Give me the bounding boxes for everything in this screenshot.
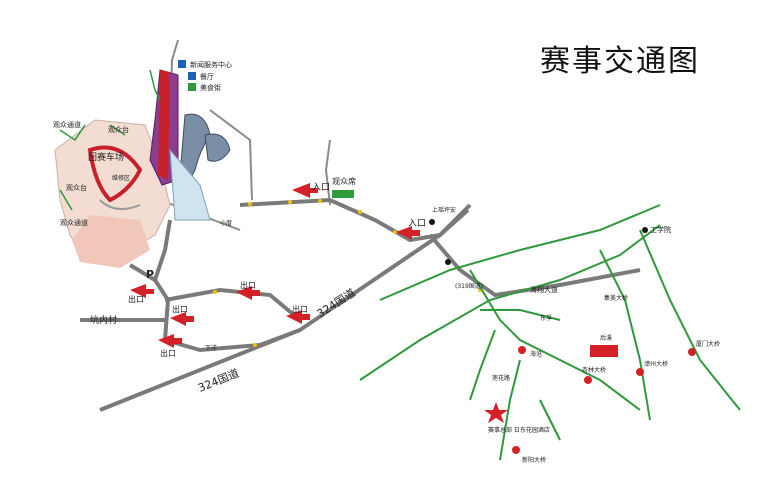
exit-label-5: 出口	[160, 348, 176, 358]
zhangzhou-bridge-label: 漳州大桥	[644, 360, 668, 368]
restaurant-icon	[188, 72, 196, 80]
road-319-label: (319国道)	[455, 282, 483, 290]
dongfu-label: 东孚	[540, 314, 552, 322]
shangzhen-label: 上瑶坪安	[432, 206, 456, 214]
xiamen-bridge-label: 厦门大桥	[696, 340, 720, 348]
legend-restaurant: 餐厅	[200, 72, 214, 81]
main-roads	[80, 197, 641, 412]
direction-arrows	[130, 183, 420, 348]
exit-arrow-1	[130, 284, 154, 298]
g324-upper-label: 324国道	[314, 285, 358, 320]
city-roads	[359, 204, 741, 461]
junction-dots	[429, 219, 648, 265]
info-badge	[590, 345, 618, 357]
xiaocuo-label: 小厝	[220, 219, 232, 227]
xiaxiang-label: 下洋	[205, 344, 217, 352]
venue-zone	[149, 69, 231, 221]
entrance-arrow-1	[292, 183, 318, 198]
xinglin-bridge-label: 杏林大桥	[582, 366, 606, 374]
area-d-label: 观众通道	[60, 218, 88, 227]
exit-label-3: 出口	[240, 280, 256, 290]
spectator-paths	[59, 69, 161, 211]
area-a-label: 观众通道	[53, 120, 81, 129]
kengnei-label: 坑内村	[90, 314, 117, 326]
hq-star-icon	[484, 402, 508, 423]
food-street-icon	[188, 83, 196, 91]
grandstand-label: 观众席	[332, 176, 356, 186]
entrance-label-2: 入口	[408, 218, 426, 229]
map-title: 赛事交通图	[540, 44, 700, 79]
legend-media-center: 新闻服务中心	[190, 60, 232, 69]
exit-label-2: 出口	[172, 304, 188, 314]
entrance-label-1: 入口	[312, 182, 330, 193]
pit-label: 维修区	[112, 174, 130, 182]
area-b-label: 观众台	[108, 125, 129, 134]
exit-arrow-3	[236, 286, 260, 300]
parking-icon: P	[146, 268, 154, 281]
jimei-bridge-label: 集美大桥	[604, 294, 628, 302]
exit-arrow-4	[286, 310, 310, 324]
xinyang-bridge-label: 新阳大桥	[522, 456, 546, 464]
legend-food-street: 美食街	[200, 83, 221, 92]
exit-arrow-2	[170, 312, 194, 326]
media-center-icon	[178, 60, 186, 68]
track-label: 回赛车场	[88, 151, 124, 163]
area-c-label: 观众台	[66, 183, 87, 192]
hq-label: 赛事总部 日东花园酒店	[488, 426, 550, 434]
track-area: 回赛车场 维修区	[54, 119, 171, 268]
exit-label-4: 出口	[292, 304, 308, 314]
tiaosong-label: 后溪	[600, 334, 612, 342]
gongxueyuan-label: 工学院	[650, 225, 671, 234]
exit-arrow-5	[158, 334, 182, 348]
haicang-label: 海沧	[530, 350, 542, 358]
exit-label-1: 出口	[128, 294, 144, 304]
lianhua-label: 莲花路	[492, 374, 510, 382]
bridge-markers	[512, 346, 696, 454]
entrance-arrow-2	[396, 226, 420, 240]
grandstand-marker	[332, 190, 354, 198]
venue-legend: 新闻服务中心 餐厅 美食街	[178, 60, 232, 92]
haixiang-label: 海翔大道	[530, 285, 558, 294]
